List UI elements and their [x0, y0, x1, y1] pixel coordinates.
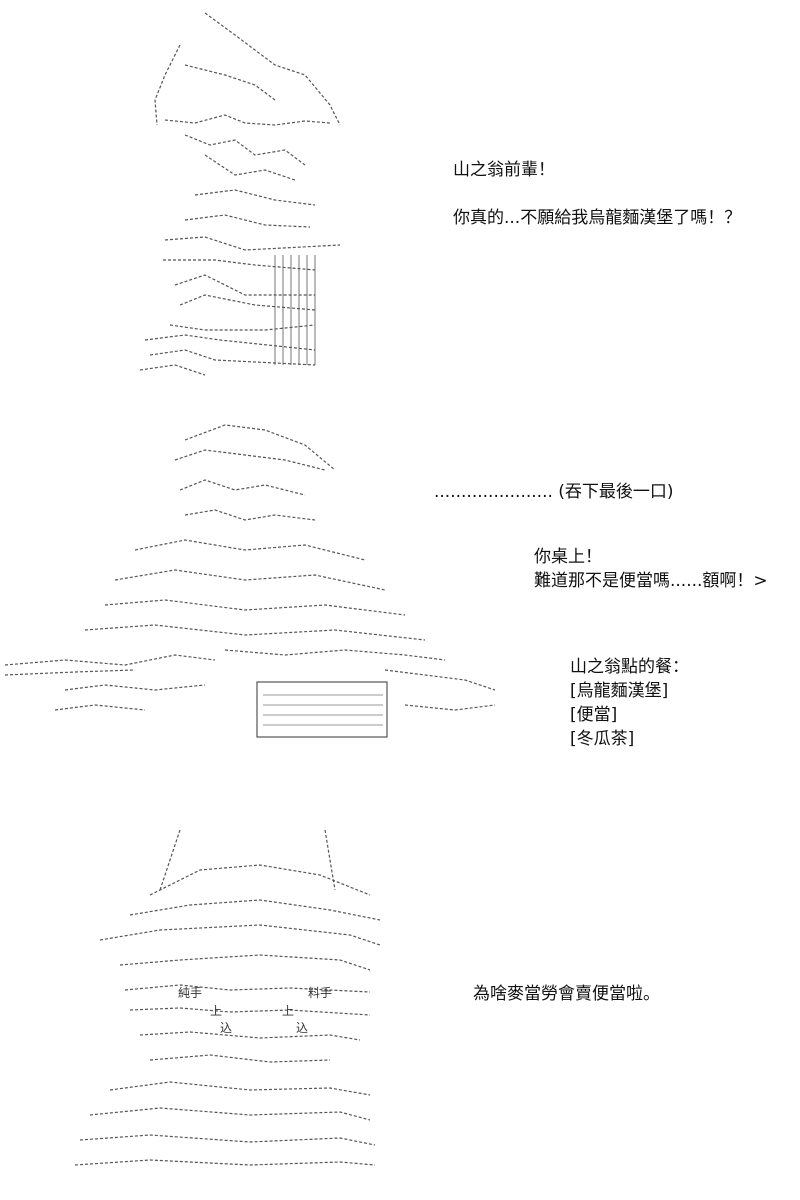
sign-left-text: 純手 — [178, 986, 202, 1000]
dialogue-block-3: 為啥麥當勞會賣便當啦。 — [473, 982, 660, 1006]
narration-swallow: ...................... (吞下最後一口) — [434, 482, 674, 502]
tray-label-left: 上 — [210, 1004, 222, 1018]
ascii-art-horned-figure: 純手 料手 上 上 込 込 — [70, 820, 390, 1170]
eating-figure-icon — [5, 424, 496, 738]
sign-right-text: 料手 — [308, 986, 332, 1000]
dialogue-line-3-1: 為啥麥當勞會賣便當啦。 — [473, 984, 660, 1004]
horned-figure-icon: 純手 料手 上 上 込 込 — [74, 829, 381, 1166]
lunch-box-icon — [256, 681, 388, 738]
comic-panel-1: 山之翁前輩！ 你真的...不願給我烏龍麵漢堡了嗎！？ — [0, 0, 800, 400]
order-title: 山之翁點的餐： — [570, 657, 689, 677]
order-item-1: [烏龍麵漢堡] — [570, 681, 669, 701]
order-item-3: [冬瓜茶] — [570, 729, 635, 749]
dialogue-line-1-2 — [453, 182, 741, 206]
ascii-art-hooded-figure — [125, 5, 365, 385]
dialogue-block-2: 你桌上！ 難道那不是便當嗎......額啊！> — [534, 545, 768, 593]
dialogue-line-2-1: 你桌上！ — [534, 547, 602, 567]
tray-label-right: 上 — [282, 1004, 294, 1018]
dialogue-line-1-1: 山之翁前輩！ — [453, 160, 555, 180]
dialogue-line-1-3: 你真的...不願給我烏龍麵漢堡了嗎！？ — [453, 208, 742, 228]
order-item-2: [便當] — [570, 705, 618, 725]
comic-panel-2: ...................... (吞下最後一口) 你桌上！ 難道那… — [0, 400, 800, 800]
order-list: 山之翁點的餐： [烏龍麵漢堡] [便當] [冬瓜茶] — [570, 655, 689, 751]
ascii-art-eating-figure — [5, 420, 505, 740]
dialogue-line-2-2: 難道那不是便當嗎......額啊！> — [534, 571, 768, 591]
hooded-figure-icon — [139, 12, 341, 376]
tray-note-right: 込 — [296, 1021, 308, 1035]
tray-note-left: 込 — [220, 1021, 232, 1035]
comic-panel-3: 純手 料手 上 上 込 込 為啥麥當勞會賣便當啦。 — [0, 800, 800, 1200]
dialogue-block-1: 山之翁前輩！ 你真的...不願給我烏龍麵漢堡了嗎！？ — [453, 158, 741, 230]
